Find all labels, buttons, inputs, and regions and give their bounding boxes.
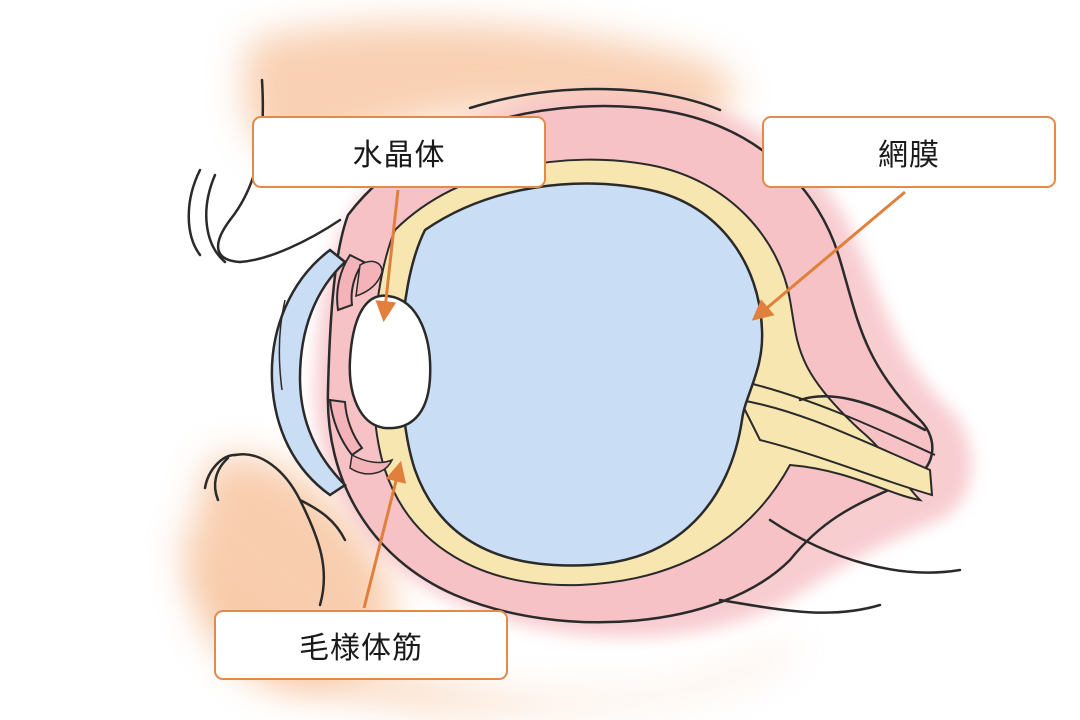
label-retina-text: 網膜 [878,138,940,173]
outer-contour [468,87,962,614]
lens-shape [348,294,432,430]
label-ciliary-muscle-text: 毛様体筋 [299,631,423,666]
label-ciliary-muscle: 毛様体筋 [214,610,508,680]
ciliary-body [328,253,394,475]
cornea [270,248,347,497]
label-retina: 網膜 [762,116,1056,188]
vitreous-body [399,182,764,567]
optic-nerve [738,381,936,497]
eyelids [187,78,347,607]
label-lens: 水晶体 [252,116,546,188]
arrow-lens [375,189,400,323]
arrow-ciliary [362,460,407,609]
pointer-arrows [362,189,906,609]
arrow-retina [751,190,906,321]
label-lens-text: 水晶体 [352,138,446,173]
